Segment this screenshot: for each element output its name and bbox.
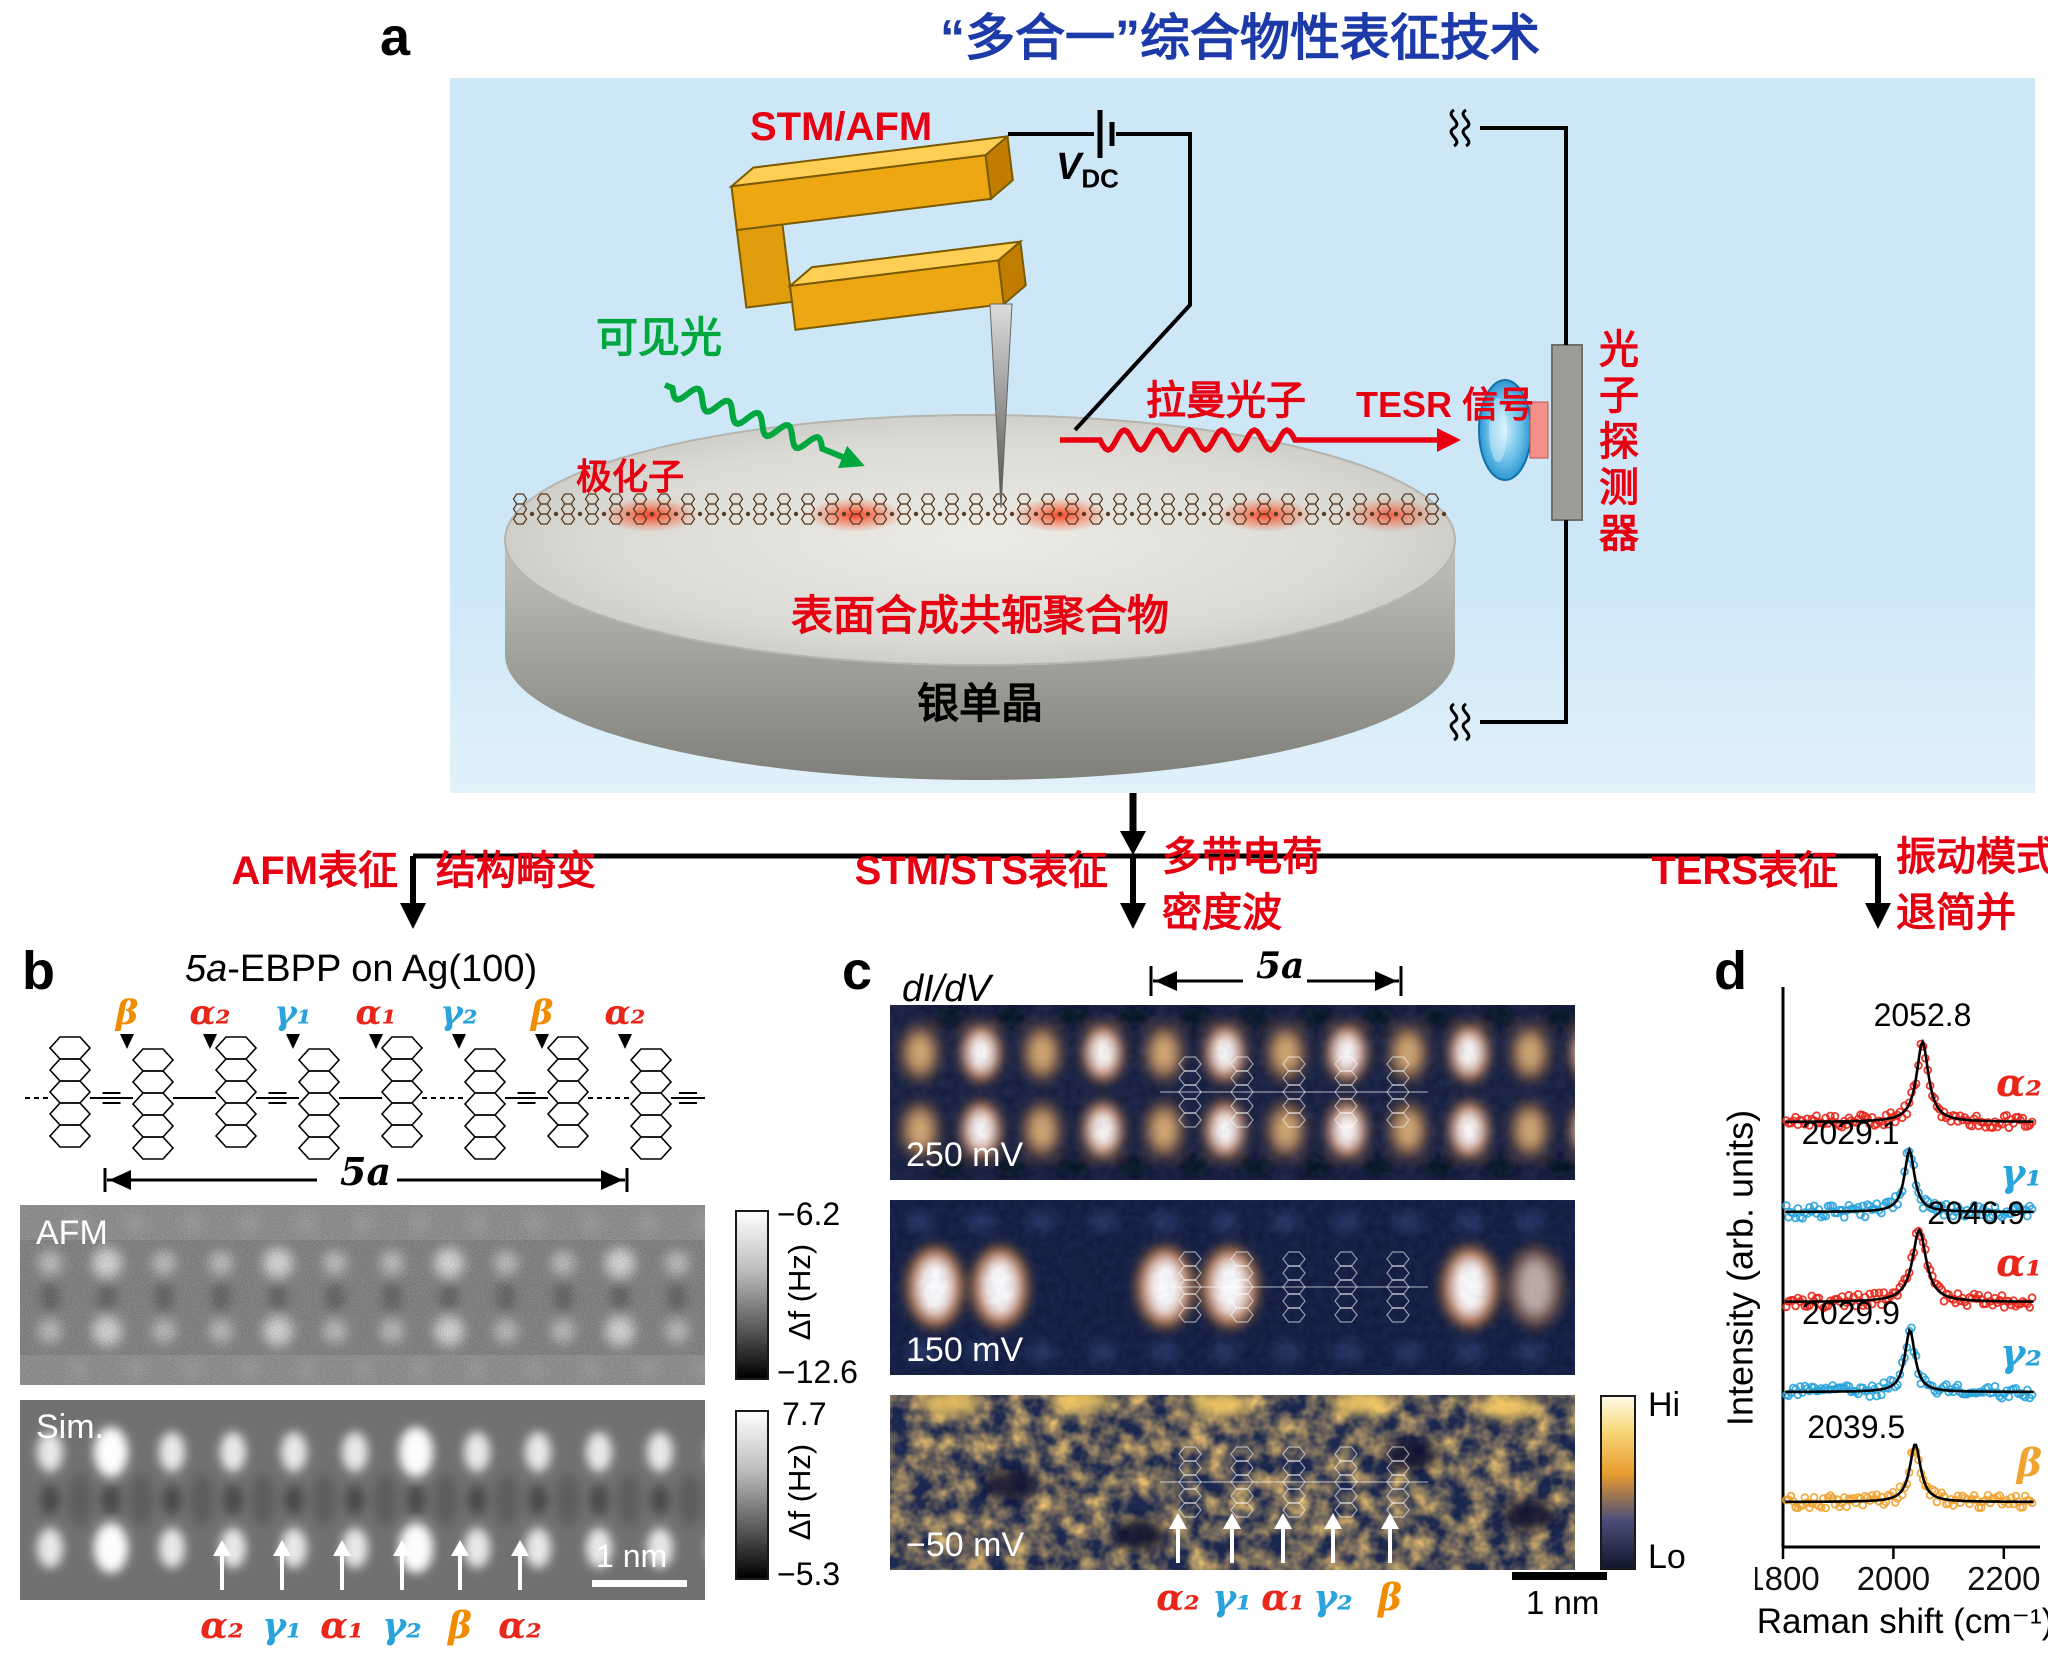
didv-map-150mv bbox=[890, 1200, 1575, 1375]
vdc-label: VDC bbox=[1056, 146, 1119, 194]
bias-label-150mv: 150 mV bbox=[906, 1331, 1024, 1369]
panel-b-mode-label: β bbox=[448, 1605, 472, 1647]
afm-colorbar-min: −12.6 bbox=[777, 1354, 858, 1390]
panel-b-title-italic: 5a bbox=[185, 948, 228, 990]
panel-b-mode-label: α₁ bbox=[320, 1605, 364, 1647]
sim-colorbar bbox=[735, 1410, 769, 1580]
raman-photon-label: 拉曼光子 bbox=[1146, 379, 1306, 423]
panel-c-mode-label: α₂ bbox=[1156, 1577, 1200, 1619]
label-pointer-arrow bbox=[369, 1034, 383, 1049]
panel-c-letter: c bbox=[842, 941, 873, 1001]
figure-title: “多合一”综合物性表征技术 bbox=[940, 10, 1540, 66]
tesr-signal-label: TESR 信号 bbox=[1356, 384, 1535, 425]
panel-c-span-label: 5a bbox=[1256, 945, 1305, 987]
structure-bond-label: γ₁ bbox=[274, 993, 312, 1033]
panel-b-mode-label: γ₁ bbox=[262, 1605, 302, 1647]
vdc-subscript: DC bbox=[1081, 163, 1119, 194]
afm-colorbar bbox=[735, 1210, 769, 1380]
didv-map-minus50mv bbox=[890, 1395, 1575, 1570]
structure-bond-label: γ₂ bbox=[440, 993, 478, 1033]
label-pointer-arrow bbox=[452, 1034, 466, 1049]
panel-a-letter: a bbox=[380, 7, 411, 67]
svg-text:α₁: α₁ bbox=[1996, 1240, 2042, 1285]
panel-c-span-arrow bbox=[1149, 966, 1403, 996]
panel-c-mode-label: β bbox=[1378, 1577, 1402, 1619]
didv-label: dI/dV bbox=[902, 968, 991, 1010]
simulated-afm-image bbox=[20, 1400, 705, 1600]
svg-text:γ₂: γ₂ bbox=[2000, 1330, 2042, 1375]
structure-bond-label: α₁ bbox=[355, 993, 397, 1033]
afm-colorbar-max: −6.2 bbox=[777, 1196, 841, 1232]
branch-sts-technique: STM/STS表征 bbox=[854, 849, 1108, 893]
polaron-label: 极化子 bbox=[576, 456, 685, 497]
structure-bond-label: α₂ bbox=[604, 993, 646, 1033]
panel-b-scalebar-label: 1 nm bbox=[596, 1538, 668, 1574]
didv-colorbar-lo: Lo bbox=[1648, 1538, 1686, 1576]
raman-x-axis-label: Raman shift (cm⁻¹) bbox=[1756, 1602, 2048, 1641]
didv-colorbar bbox=[1600, 1395, 1636, 1570]
branch-ters-result-line1: 振动模式 bbox=[1896, 835, 2048, 879]
svg-text:1800: 1800 bbox=[1755, 1560, 1820, 1597]
svg-text:β: β bbox=[2015, 1440, 2042, 1485]
structure-bond-label: α₂ bbox=[189, 993, 231, 1033]
panel-d-letter: d bbox=[1714, 941, 1747, 1001]
sim-colorbar-min: −5.3 bbox=[777, 1556, 841, 1592]
label-pointer-arrow bbox=[618, 1034, 632, 1049]
panel-c-scalebar-label: 1 nm bbox=[1526, 1584, 1600, 1621]
svg-text:2039.5: 2039.5 bbox=[1807, 1409, 1905, 1445]
structure-bond-label: β bbox=[115, 993, 139, 1033]
photon-detector-label: 光子探测器 bbox=[1593, 328, 1637, 558]
didv-colorbar-hi: Hi bbox=[1648, 1386, 1681, 1424]
branch-afm-result: 结构畸变 bbox=[436, 849, 596, 893]
panel-b-letter: b bbox=[22, 941, 55, 1001]
branch-sts-result-line1: 多带电荷 bbox=[1162, 835, 1322, 879]
svg-text:2000: 2000 bbox=[1857, 1560, 1930, 1597]
didv-map-250mv bbox=[890, 1005, 1575, 1180]
label-pointer-arrow bbox=[535, 1034, 549, 1049]
panel-b-title-rest: -EBPP on Ag(100) bbox=[227, 948, 538, 990]
svg-text:α₂: α₂ bbox=[1996, 1060, 2042, 1105]
svg-text:γ₁: γ₁ bbox=[2000, 1150, 2042, 1195]
structure-bond-label: β bbox=[530, 993, 554, 1033]
afm-colorbar-unit: Δf (Hz) bbox=[782, 1243, 818, 1341]
panel-c-scalebar bbox=[1512, 1572, 1607, 1580]
schematic-scene bbox=[504, 108, 1583, 780]
bias-label-minus50mv: −50 mV bbox=[906, 1526, 1025, 1564]
svg-text:2046.9: 2046.9 bbox=[1927, 1195, 2025, 1231]
panel-b-span-label: 5a bbox=[340, 1149, 392, 1194]
vdc-symbol: V bbox=[1056, 146, 1082, 188]
panel-b-mode-label: γ₂ bbox=[382, 1605, 422, 1647]
panel-b-title: 5a-EBPP on Ag(100) bbox=[185, 948, 537, 992]
panel-c-mode-label: γ₁ bbox=[1212, 1577, 1252, 1619]
label-pointer-arrow bbox=[286, 1034, 300, 1049]
silver-crystal-label: 银单晶 bbox=[916, 680, 1043, 727]
label-pointer-arrow bbox=[120, 1034, 134, 1049]
branch-sts-result-line2: 密度波 bbox=[1162, 891, 1282, 935]
stm-afm-label: STM/AFM bbox=[750, 105, 933, 149]
svg-text:2200: 2200 bbox=[1967, 1560, 2040, 1597]
polymer-label: 表面合成共轭聚合物 bbox=[790, 592, 1169, 639]
sim-image-label: Sim. bbox=[36, 1408, 104, 1446]
bias-label-250mv: 250 mV bbox=[906, 1136, 1024, 1174]
svg-text:2029.1: 2029.1 bbox=[1802, 1115, 1900, 1151]
visible-light-label: 可见光 bbox=[596, 314, 723, 361]
afm-image bbox=[20, 1205, 705, 1385]
panel-b-mode-label: α₂ bbox=[200, 1605, 244, 1647]
svg-text:2029.9: 2029.9 bbox=[1802, 1295, 1900, 1331]
sim-colorbar-max: 7.7 bbox=[782, 1396, 827, 1432]
flow-arrows bbox=[400, 793, 1891, 929]
panel-c-mode-label: α₁ bbox=[1261, 1577, 1305, 1619]
branch-ters-result-line2: 退简并 bbox=[1896, 891, 2016, 935]
polymer-structure-drawing bbox=[25, 1036, 705, 1192]
sim-colorbar-unit: Δf (Hz) bbox=[782, 1443, 818, 1541]
panel-c-mode-label: γ₂ bbox=[1313, 1577, 1353, 1619]
panel-b-mode-label: α₂ bbox=[498, 1605, 542, 1647]
branch-afm-technique: AFM表征 bbox=[231, 849, 398, 893]
svg-text:2052.8: 2052.8 bbox=[1874, 997, 1972, 1033]
branch-ters-technique: TERS表征 bbox=[1651, 849, 1838, 893]
afm-image-label: AFM bbox=[36, 1214, 108, 1252]
label-pointer-arrow bbox=[203, 1034, 217, 1049]
